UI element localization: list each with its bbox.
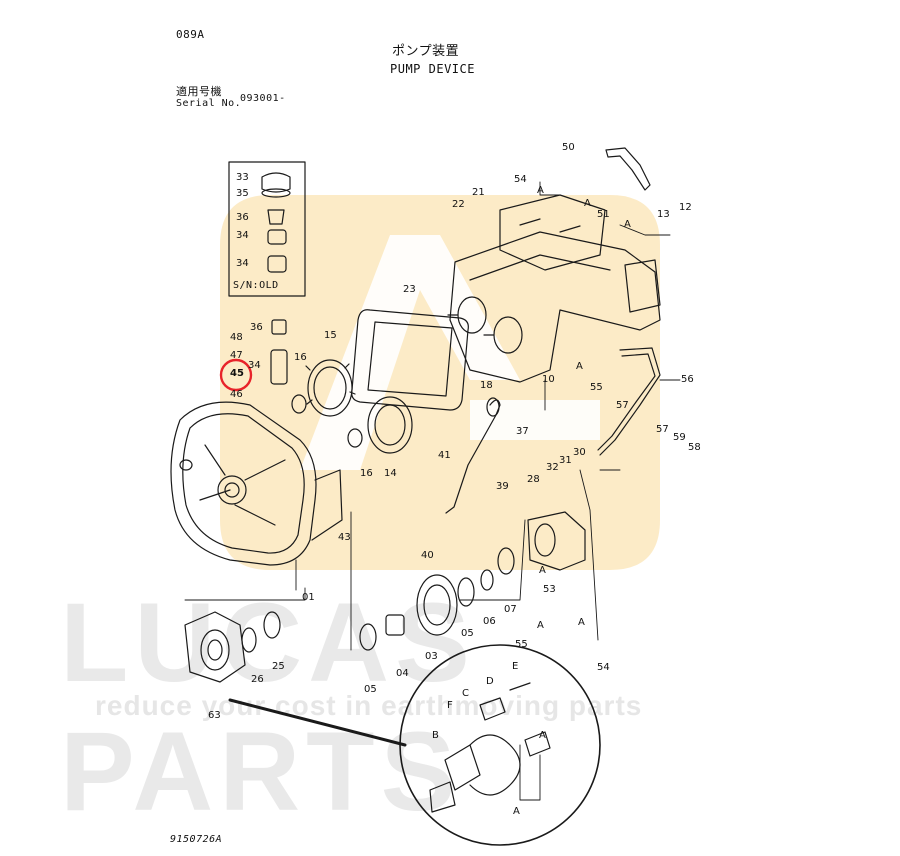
detail-circle — [399, 644, 601, 846]
callout-45: 45 — [230, 368, 244, 379]
callout-63: 63 — [208, 710, 221, 721]
callout-34: 34 — [248, 360, 261, 371]
coupling-63 — [184, 611, 246, 683]
callout-a: A — [578, 617, 585, 628]
callout-18: 18 — [480, 380, 493, 391]
callout-d: D — [486, 676, 494, 687]
callout-41: 41 — [438, 450, 451, 461]
serial-label-en: Serial No. — [176, 98, 242, 109]
inset-parts — [261, 172, 291, 273]
callout-15: 15 — [324, 330, 337, 341]
highlight-circle-45 — [219, 358, 253, 392]
callout-35: 35 — [236, 188, 249, 199]
callout-a: A — [537, 185, 544, 196]
callout-39: 39 — [496, 481, 509, 492]
detail-leader — [228, 698, 407, 747]
callout-b: B — [432, 730, 439, 741]
callout-23: 23 — [403, 284, 416, 295]
callout-43: 43 — [338, 532, 351, 543]
callout-34: 34 — [236, 230, 249, 241]
callout-36: 36 — [250, 322, 263, 333]
callout-f: F — [447, 700, 453, 711]
callout-e: E — [512, 661, 519, 672]
callout-28: 28 — [527, 474, 540, 485]
callout-a: A — [584, 198, 591, 209]
callout-47: 47 — [230, 350, 243, 361]
page-code: 089A — [176, 28, 205, 41]
drawing-number: 9150726A — [170, 834, 223, 845]
callout-a: A — [537, 620, 544, 631]
callout-51: 51 — [597, 209, 610, 220]
callout-57: 57 — [616, 400, 629, 411]
callout-05: 05 — [364, 684, 377, 695]
callout-c: C — [462, 688, 469, 699]
callout-59: 59 — [673, 432, 686, 443]
serial-value: 093001- — [240, 93, 286, 104]
callout-55: 55 — [590, 382, 603, 393]
callout-12: 12 — [679, 202, 692, 213]
callout-40: 40 — [421, 550, 434, 561]
callout-36: 36 — [236, 212, 249, 223]
callout-04: 04 — [396, 668, 409, 679]
inset-box — [228, 161, 306, 297]
callout-54: 54 — [514, 174, 527, 185]
callout-21: 21 — [472, 187, 485, 198]
callout-54: 54 — [597, 662, 610, 673]
callout-16: 16 — [294, 352, 307, 363]
callout-a: A — [539, 565, 546, 576]
callout-55: 55 — [515, 639, 528, 650]
callout-57: 57 — [656, 424, 669, 435]
callout-05: 05 — [461, 628, 474, 639]
callout-13: 13 — [657, 209, 670, 220]
callout-07: 07 — [504, 604, 517, 615]
gear-15 — [305, 359, 356, 417]
callout-48: 48 — [230, 332, 243, 343]
title-jp: ポンプ装置 — [392, 44, 460, 59]
callout-01: 01 — [302, 592, 315, 603]
title-en: PUMP DEVICE — [390, 62, 475, 76]
callout-a: A — [539, 730, 546, 741]
callout-a: A — [576, 361, 583, 372]
watermark-brand: LUCAS PARTS — [60, 580, 476, 834]
callout-37: 37 — [516, 426, 529, 437]
callout-46: 46 — [230, 389, 243, 400]
inset-label: S/N:OLD — [233, 280, 279, 291]
flywheel-housing — [170, 401, 343, 566]
callout-26: 26 — [251, 674, 264, 685]
callout-56: 56 — [681, 374, 694, 385]
callout-50: 50 — [562, 142, 575, 153]
callout-34: 34 — [236, 258, 249, 269]
callout-10: 10 — [542, 374, 555, 385]
serial-label-jp: 適用号機 — [176, 85, 222, 98]
callout-14: 14 — [384, 468, 397, 479]
gear-14 — [367, 396, 413, 454]
callout-16: 16 — [360, 468, 373, 479]
watermark-tagline: reduce your cost in earthmoving parts — [95, 690, 643, 721]
callout-a: A — [513, 806, 520, 817]
callout-58: 58 — [688, 442, 701, 453]
callout-33: 33 — [236, 172, 249, 183]
callout-25: 25 — [272, 661, 285, 672]
callout-06: 06 — [483, 616, 496, 627]
callout-a: A — [624, 219, 631, 230]
callout-53: 53 — [543, 584, 556, 595]
callout-31: 31 — [559, 455, 572, 466]
callout-22: 22 — [452, 199, 465, 210]
callout-30: 30 — [573, 447, 586, 458]
callout-03: 03 — [425, 651, 438, 662]
callout-32: 32 — [546, 462, 559, 473]
